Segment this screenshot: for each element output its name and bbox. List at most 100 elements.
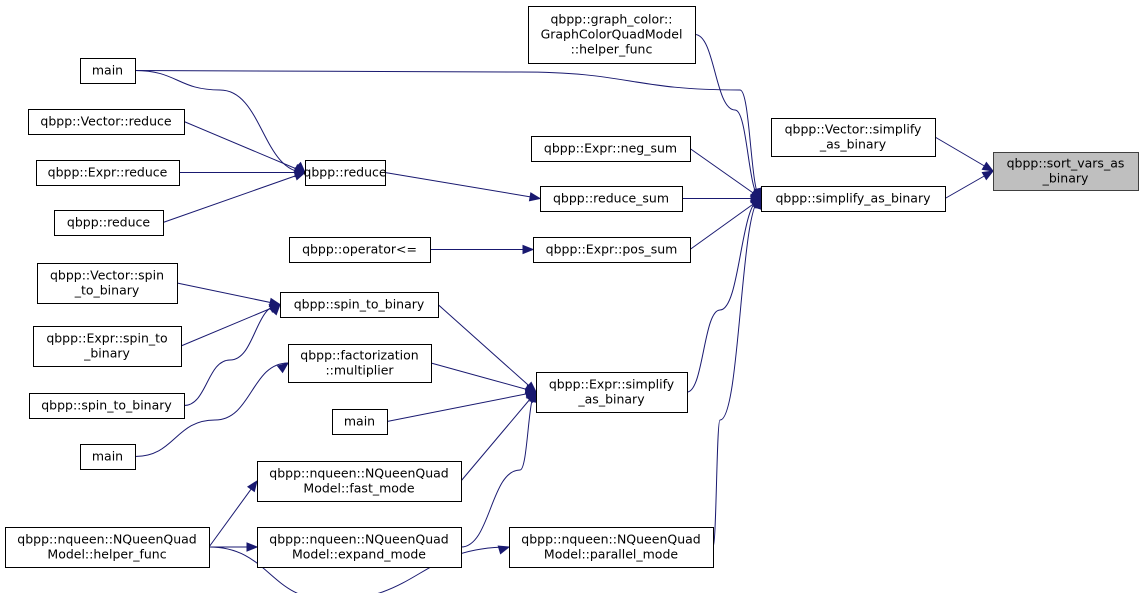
node-box — [531, 136, 691, 162]
node-label-line: qbpp::simplify_as_binary — [776, 191, 932, 206]
edge-helper-nq-to-fast-mode — [208, 480, 258, 548]
node-label-line: ::multiplier — [325, 363, 394, 378]
node-main1[interactable]: main — [80, 58, 136, 84]
node-label-line: Model::expand_mode — [292, 547, 426, 562]
node-box — [305, 160, 386, 186]
edge-arrowhead — [293, 171, 307, 181]
edge-arrowhead — [269, 303, 281, 316]
node-label-line: qbpp::Vector::simplify — [785, 122, 922, 137]
node-box — [288, 344, 432, 383]
node-label-line: _binary — [83, 346, 130, 361]
node-s2b-c[interactable]: qbpp::spin_to_binary — [280, 292, 439, 318]
node-label-line: qbpp::Expr::pos_sum — [546, 242, 678, 257]
node-label-line: qbpp::reduce_sum — [553, 191, 669, 206]
node-vec-simplify[interactable]: qbpp::Vector::simplify_as_binary — [771, 118, 936, 157]
node-box — [37, 263, 178, 304]
edge-expand-mode-to-expr-simplify — [460, 391, 537, 548]
edge-reduce-c-to-reduce-sum — [384, 172, 541, 199]
node-box — [257, 461, 462, 502]
edge-arrowhead — [528, 192, 542, 202]
node-box — [33, 326, 182, 367]
node-box — [80, 444, 136, 470]
node-label-line: _as_binary — [577, 392, 645, 407]
node-sort-vars[interactable]: qbpp::sort_vars_as_binary — [993, 152, 1139, 191]
node-reduce-l[interactable]: qbpp::reduce — [54, 210, 164, 236]
node-box — [36, 160, 180, 186]
node-label-line: main — [92, 63, 123, 78]
node-box — [29, 393, 185, 419]
node-box — [536, 372, 688, 413]
node-label-line: ::helper_func — [571, 42, 653, 57]
node-label-line: _to_binary — [74, 283, 140, 298]
node-box — [509, 527, 714, 568]
edge-arrowhead — [522, 244, 535, 255]
node-vec-reduce[interactable]: qbpp::Vector::reduce — [28, 109, 185, 135]
node-label-line: Model::parallel_mode — [544, 547, 678, 562]
node-helper-gc[interactable]: qbpp::graph_color::GraphColorQuadModel::… — [528, 6, 696, 64]
node-parallel-mode[interactable]: qbpp::nqueen::NQueenQuadModel::parallel_… — [509, 527, 714, 568]
node-label-line: _binary — [1042, 171, 1089, 186]
node-label-line: qbpp::Expr::simplify — [549, 377, 675, 392]
node-label-line: main — [92, 449, 123, 464]
node-vec-s2b[interactable]: qbpp::Vector::spin_to_binary — [37, 263, 178, 304]
node-main3[interactable]: main — [80, 444, 136, 470]
node-s2b-l[interactable]: qbpp::spin_to_binary — [29, 393, 185, 419]
node-label-line: qbpp::Expr::spin_to — [46, 331, 167, 346]
node-box — [28, 109, 185, 135]
node-box — [993, 152, 1139, 191]
edge-vec-reduce-to-reduce-c — [183, 121, 306, 173]
node-label-line: qbpp::Vector::spin — [50, 268, 164, 283]
edge-expr-s2b-to-s2b-c — [180, 304, 281, 347]
edge-main3-to-fact-mult — [134, 362, 289, 457]
node-label-line: qbpp::spin_to_binary — [294, 297, 425, 312]
node-label-line: main — [344, 414, 375, 429]
node-label-line: qbpp::reduce — [303, 165, 386, 180]
node-label-line: qbpp::Expr::neg_sum — [544, 141, 677, 156]
node-box — [528, 6, 696, 64]
node-reduce-c[interactable]: qbpp::reduce — [303, 160, 387, 186]
node-box — [771, 118, 936, 157]
node-main2[interactable]: main — [332, 409, 388, 435]
node-label-line: _as_binary — [819, 137, 887, 152]
node-neg-sum[interactable]: qbpp::Expr::neg_sum — [531, 136, 691, 162]
node-expr-simplify[interactable]: qbpp::Expr::simplify_as_binary — [536, 372, 688, 413]
node-op-le[interactable]: qbpp::operator<= — [289, 237, 431, 263]
node-label-line: qbpp::sort_vars_as — [1007, 156, 1125, 171]
node-pos-sum[interactable]: qbpp::Expr::pos_sum — [533, 237, 691, 263]
node-label-line: qbpp::nqueen::NQueenQuad — [269, 532, 448, 547]
edge-vec-simplify-to-sort-vars — [934, 136, 994, 172]
node-expr-reduce[interactable]: qbpp::Expr::reduce — [36, 160, 180, 186]
node-label-line: qbpp::Expr::reduce — [48, 165, 168, 180]
node-label-line: GraphColorQuadModel — [541, 27, 683, 42]
node-fact-mult[interactable]: qbpp::factorization::multiplier — [288, 344, 432, 383]
edge-fast-mode-to-expr-simplify — [460, 391, 537, 482]
edge-helper-gc-to-simplify — [694, 34, 762, 199]
edge-arrowhead — [276, 362, 290, 374]
node-box — [257, 527, 462, 568]
node-box — [289, 237, 431, 263]
node-label-line: qbpp::nqueen::NQueenQuad — [17, 532, 196, 547]
edge-arrowhead — [497, 545, 511, 555]
edge-arrowhead — [981, 161, 995, 172]
edge-main2-to-expr-simplify — [386, 391, 537, 422]
node-expand-mode[interactable]: qbpp::nqueen::NQueenQuadModel::expand_mo… — [257, 527, 462, 568]
edge-vec-s2b-to-s2b-c — [176, 282, 281, 305]
node-box — [280, 292, 439, 318]
node-label-line: qbpp::operator<= — [302, 242, 417, 257]
node-expr-s2b[interactable]: qbpp::Expr::spin_to_binary — [33, 326, 182, 367]
node-box — [80, 58, 136, 84]
node-label-line: qbpp::factorization — [300, 348, 418, 363]
node-reduce-sum[interactable]: qbpp::reduce_sum — [540, 186, 683, 212]
node-box — [332, 409, 388, 435]
node-box — [54, 210, 164, 236]
edges-layer — [134, 34, 995, 593]
node-helper-nq[interactable]: qbpp::nqueen::NQueenQuadModel::helper_fu… — [5, 527, 210, 568]
node-label-line: qbpp::nqueen::NQueenQuad — [521, 532, 700, 547]
edge-reduce-l-to-reduce-c — [162, 172, 306, 223]
edge-arrowhead — [246, 479, 258, 493]
edge-main1-to-reduce-c — [134, 70, 306, 173]
node-simplify[interactable]: qbpp::simplify_as_binary — [761, 186, 946, 212]
edge-expr-simplify-to-simplify — [686, 198, 762, 393]
